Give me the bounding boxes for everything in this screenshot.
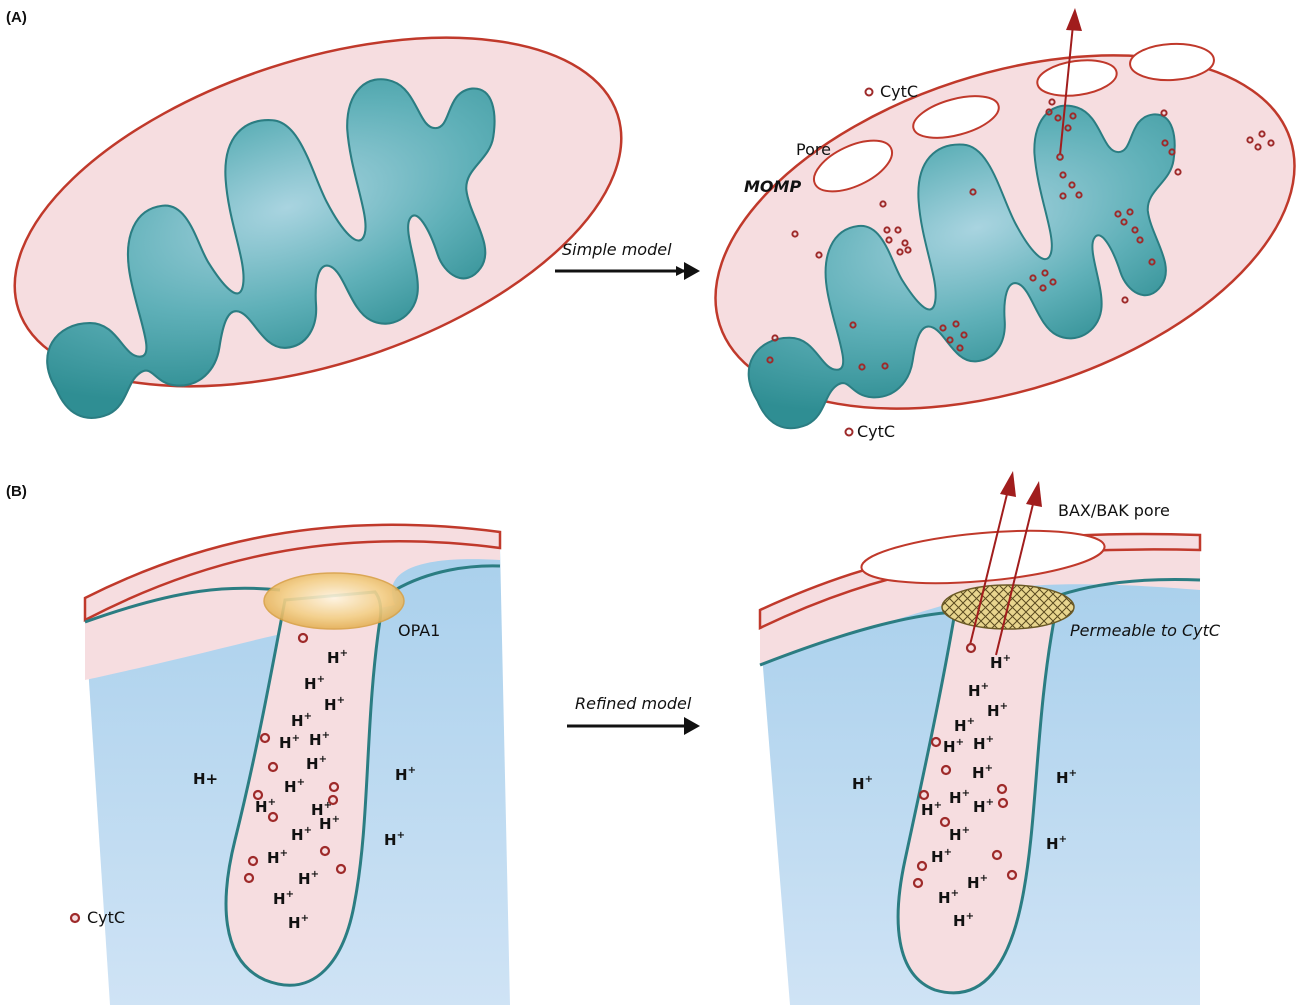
panel-b-label: (B) (6, 483, 27, 500)
simple-model-label: Simple model (562, 240, 672, 259)
pore-label: Pore (796, 140, 831, 159)
cytc-label-bottom: CytC (846, 422, 896, 441)
cytc-legend-label: CytC (87, 908, 125, 927)
left-matrix-h-label: H+ (193, 770, 218, 788)
bax-bak-label: BAX/BAK pore (1058, 501, 1170, 520)
momp-label: MOMP (744, 177, 801, 196)
cytc-legend-dot (71, 914, 79, 922)
svg-text:CytC: CytC (857, 422, 895, 441)
refined-model-arrow (567, 717, 700, 735)
panel-a-label: (A) (6, 9, 27, 26)
refined-model-label: Refined model (575, 694, 692, 713)
opa1-complex (264, 573, 404, 629)
mitochondrion-intact (0, 0, 665, 454)
permeable-label: Permeable to CytC (1070, 621, 1221, 640)
crista-closeup-left (85, 525, 510, 1005)
cytc-label-top: CytC (866, 82, 919, 101)
mitochondrion-permeabilized (671, 0, 1306, 475)
opa1-label: OPA1 (398, 621, 440, 640)
svg-text:CytC: CytC (880, 82, 918, 101)
simple-model-arrow (555, 262, 700, 280)
